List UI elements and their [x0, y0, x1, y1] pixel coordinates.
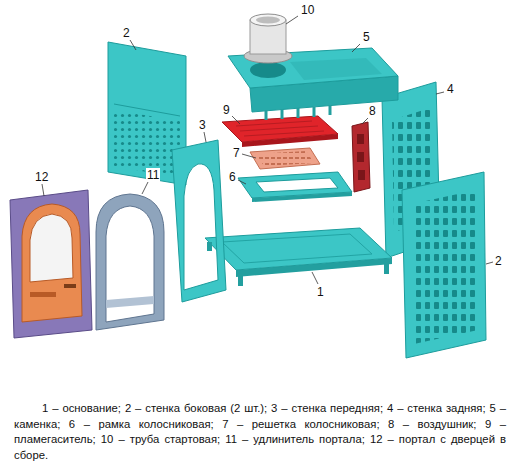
callout-number: 12	[34, 170, 49, 184]
callout-number: 5	[362, 30, 371, 44]
callout-number: 3	[198, 118, 207, 132]
base-plate	[205, 228, 392, 286]
flame-arrester	[222, 116, 338, 147]
side-wall-right	[402, 172, 486, 358]
callout-number: 9	[222, 103, 231, 117]
callout-number: 11	[146, 168, 160, 182]
caption-text: 1 – основание; 2 – стенка боковая (2 шт.…	[14, 401, 506, 463]
grate-frame	[238, 172, 352, 202]
callout-number: 2	[122, 26, 131, 40]
grate	[250, 148, 320, 169]
callout-number: 6	[228, 170, 237, 184]
callout-number: 8	[368, 104, 377, 118]
portal-door	[10, 190, 92, 338]
callout-number: 2	[494, 254, 503, 268]
front-wall	[172, 140, 226, 302]
portal-extension	[96, 194, 164, 330]
leader-lines	[42, 16, 493, 284]
callout-number: 7	[232, 146, 241, 160]
start-pipe	[244, 14, 292, 63]
stone-box	[228, 48, 398, 120]
callout-number: 1	[316, 285, 325, 299]
air-duct	[352, 122, 370, 192]
callout-number: 4	[446, 82, 455, 96]
callout-number: 10	[300, 3, 315, 17]
